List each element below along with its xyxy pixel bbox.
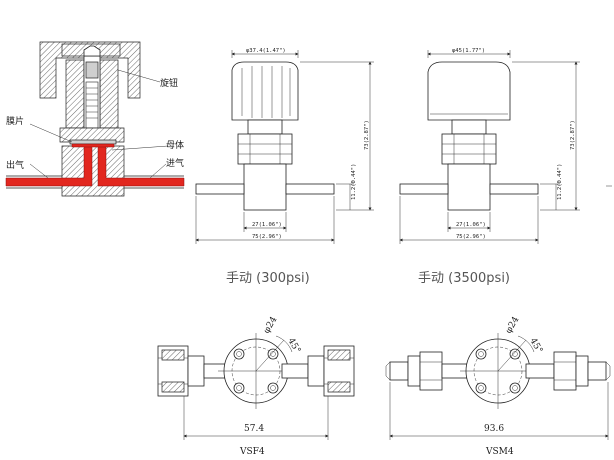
dim-300-total: 75(2.96") [252,234,282,240]
vsm4-length: 93.6 [484,424,504,434]
view-vsm4: φ24 45° 93.6 VSM4 [385,315,611,457]
dim-3500-total: 75(2.96") [456,234,486,240]
dim-300-lower: 11.2(0.44") [351,164,357,200]
vsf4-angle: 45° [285,337,302,356]
caption-300psi: 手动 (300psi) [226,271,310,286]
vsm4-bolt-circle: φ24 [504,315,522,336]
view-3500psi: φ45(1.77") 73(2.87") 11.2(0.44") 27(1.06… [399,48,612,286]
label-outlet: 出气 [6,159,24,171]
vsf4-bolt-circle: φ24 [262,315,280,336]
label-knob: 旋钮 [160,77,178,89]
section-view: 旋钮 膜片 母体 出气 进气 [5,41,185,197]
vsm4-angle: 45° [527,337,544,356]
label-body: 母体 [166,139,184,151]
dim-3500-lower: 11.2(0.44") [557,164,563,200]
dim-300-body: 27(1.06") [252,222,282,228]
dim-3500-body: 27(1.06") [456,222,486,228]
dim-3500-height: 73(2.87") [570,120,576,150]
dim-300-knob: φ37.4(1.47") [246,48,286,54]
dim-300-height: 73(2.87") [364,120,370,150]
view-vsf4: φ24 45° 57.4 VSF4 [157,315,355,457]
label-inlet: 进气 [166,157,184,169]
label-diaphragm: 膜片 [6,115,24,127]
vsf4-name: VSF4 [239,447,265,457]
vsf4-length: 57.4 [244,424,264,434]
view-300psi: φ37.4(1.47") 73(2.87") 11.2(0.44") 27(1.… [195,48,374,286]
vsm4-name: VSM4 [485,447,514,457]
caption-3500psi: 手动 (3500psi) [418,271,510,286]
dim-3500-knob: φ45(1.77") [452,48,485,54]
